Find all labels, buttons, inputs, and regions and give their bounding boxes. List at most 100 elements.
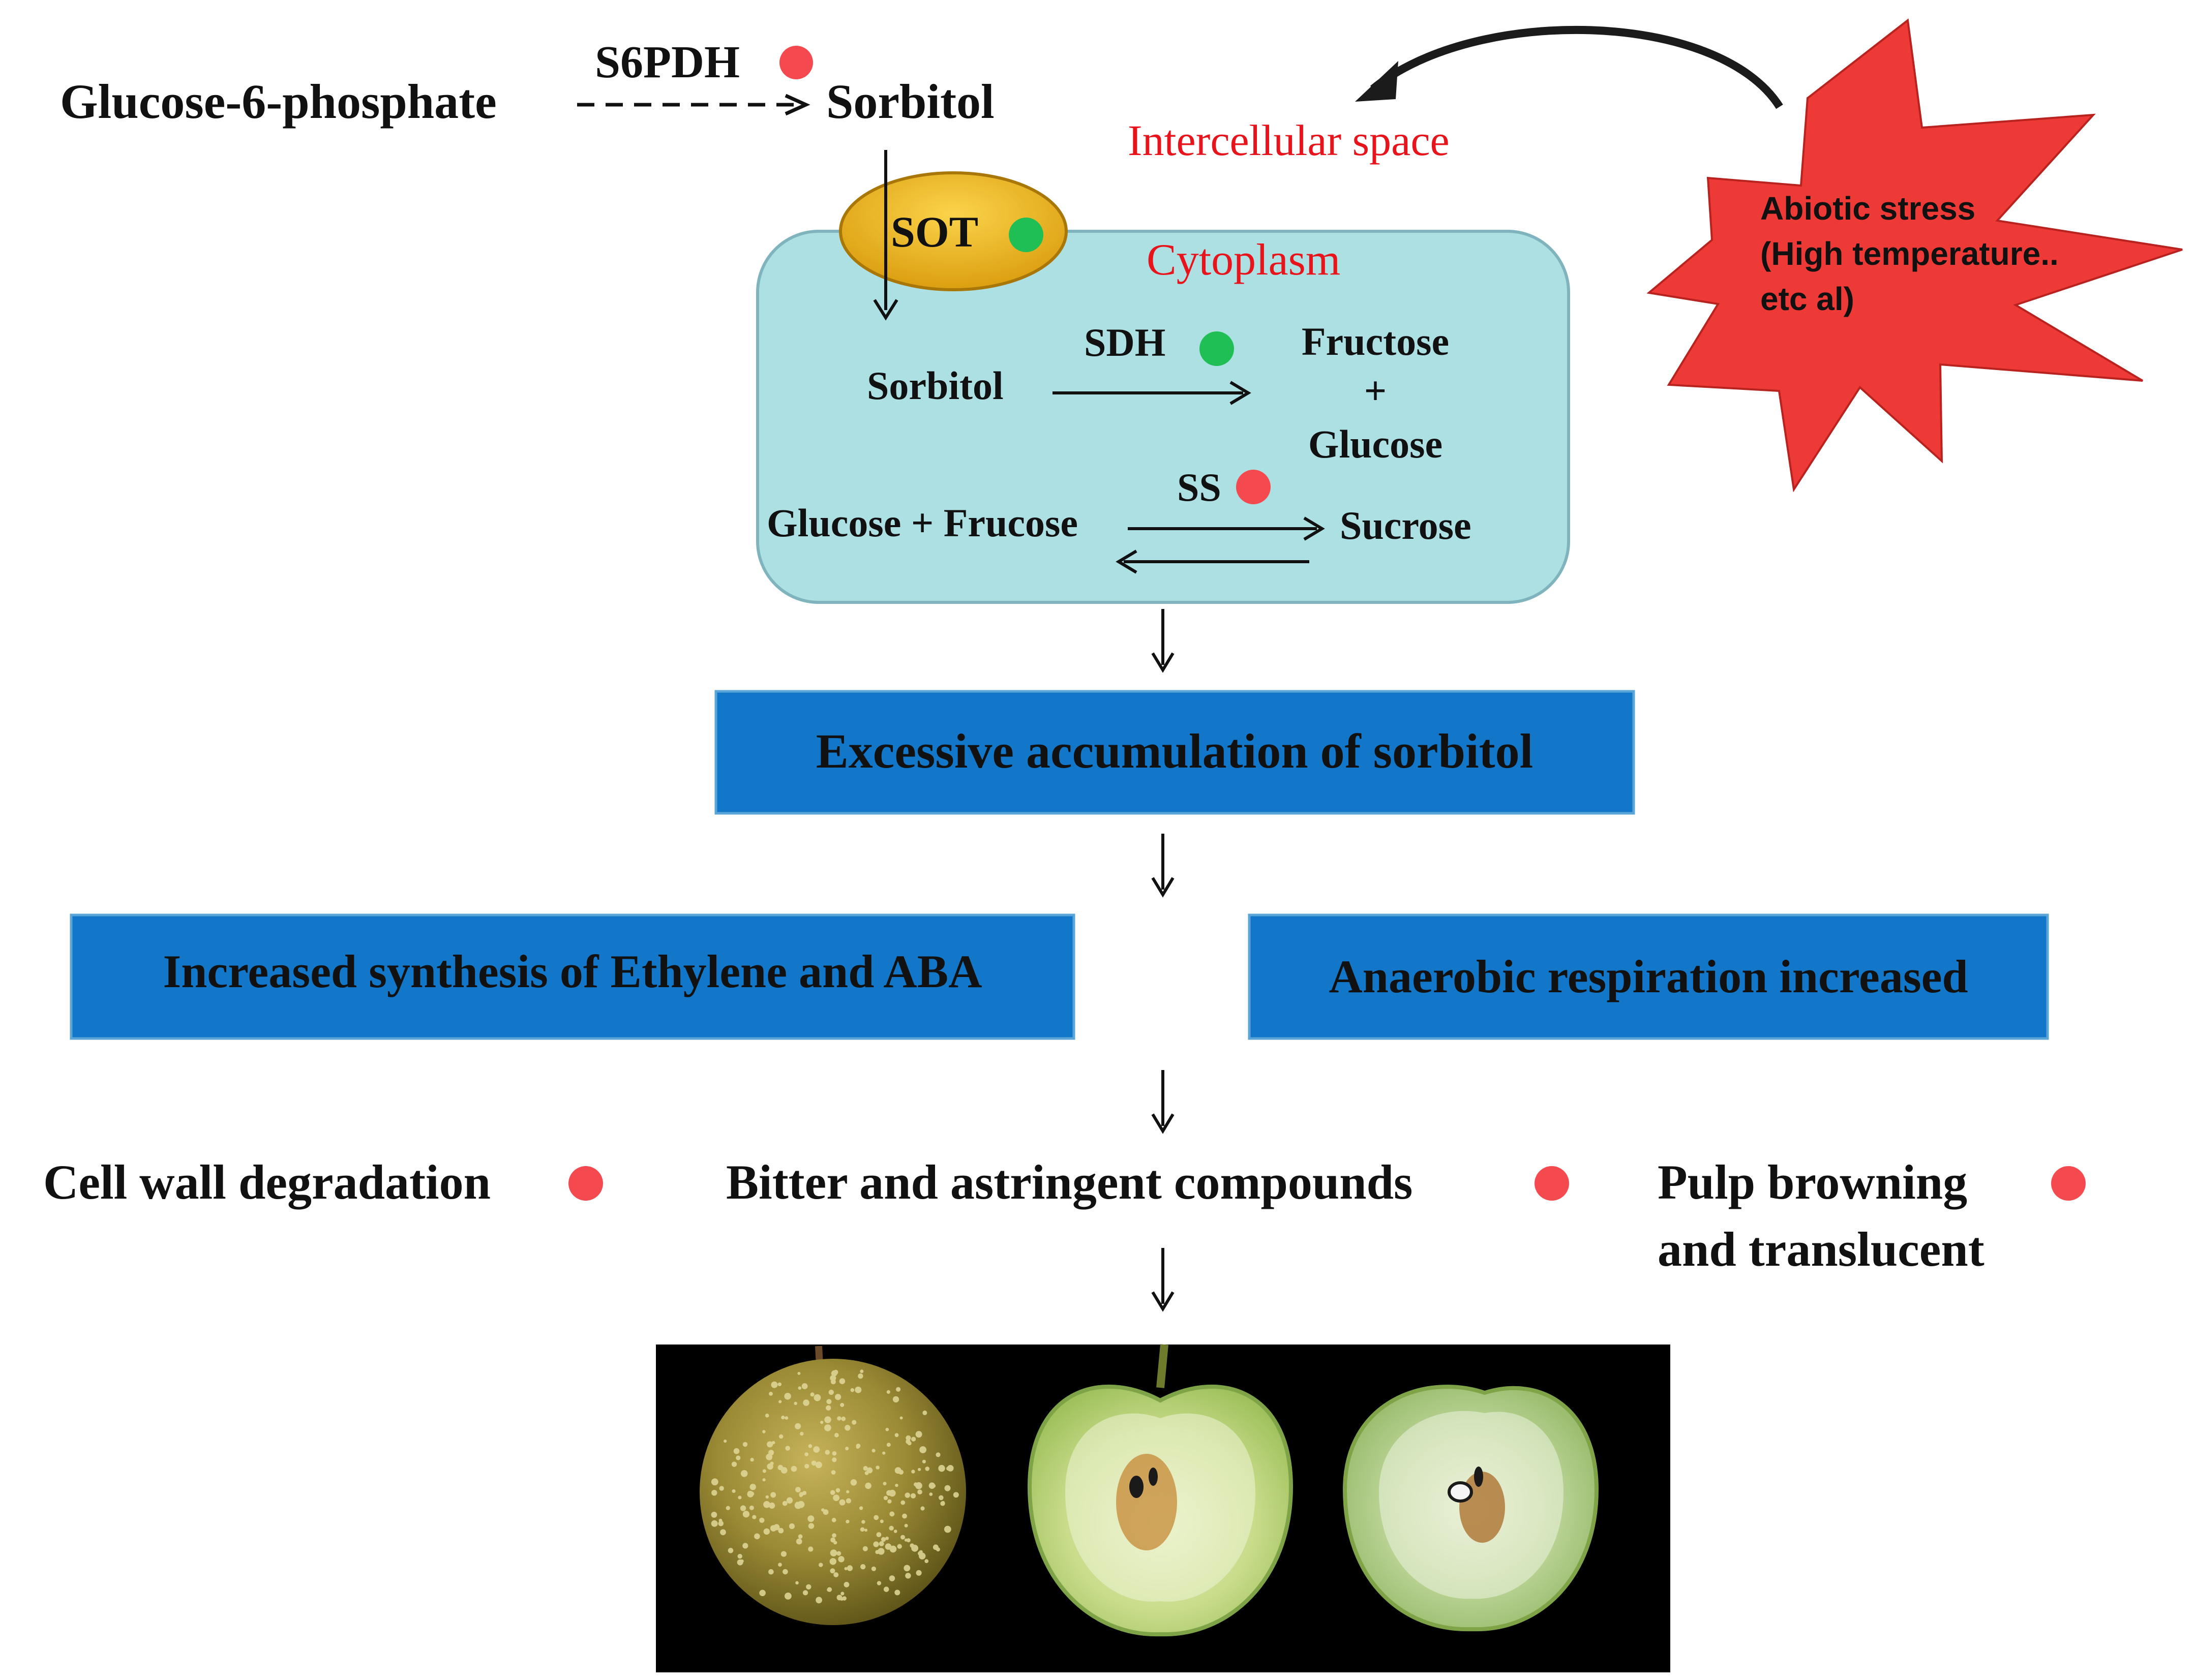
- pear-speckle: [778, 1563, 782, 1567]
- pear-speckle: [797, 1371, 801, 1375]
- pear-speckle: [719, 1486, 724, 1491]
- pear-speckle: [801, 1383, 808, 1389]
- pear-speckle: [833, 1494, 839, 1502]
- pear-speckle: [830, 1568, 835, 1574]
- pear-speckle: [832, 1533, 836, 1538]
- pear-speckle: [785, 1446, 790, 1451]
- pear-speckle: [907, 1441, 912, 1446]
- pear-speckle: [922, 1459, 926, 1463]
- pear-speckle: [837, 1416, 841, 1421]
- pear-speckle: [824, 1416, 831, 1423]
- pear-speckle: [749, 1484, 756, 1490]
- pear-speckle: [886, 1443, 891, 1447]
- pear-speckle: [742, 1511, 749, 1518]
- pear-speckle: [765, 1413, 769, 1418]
- pear-speckle: [839, 1557, 845, 1562]
- flow-arrow-1: [1151, 609, 1175, 673]
- pear-speckle: [858, 1373, 863, 1379]
- pear-speckle: [865, 1482, 871, 1489]
- hormones-box-label: Increased synthesis of Ethylene and ABA: [163, 945, 982, 997]
- pear-speckle: [915, 1482, 922, 1489]
- pear-speckle: [885, 1536, 889, 1540]
- pear-speckle: [911, 1544, 918, 1552]
- pear-speckle: [876, 1532, 882, 1537]
- pear-speckle: [839, 1378, 846, 1384]
- pear-speckle: [802, 1590, 808, 1596]
- sdh-enzyme-label: SDH: [1084, 320, 1165, 364]
- pear-speckle: [762, 1469, 766, 1473]
- pear-speckle: [889, 1525, 894, 1531]
- pear-speckle: [830, 1490, 835, 1495]
- stress-feedback-arrowhead-icon: [1355, 61, 1398, 102]
- pear-speckle: [887, 1499, 892, 1504]
- pear-speckle: [807, 1515, 815, 1522]
- bitter-compounds-label: Bitter and astringent compounds: [726, 1155, 1412, 1209]
- sdh-product-plus-label: +: [1364, 369, 1387, 413]
- pear-speckle: [808, 1546, 814, 1552]
- pear-speckle: [720, 1529, 726, 1536]
- pear-speckle: [828, 1389, 834, 1395]
- pear-speckle: [905, 1492, 911, 1498]
- stress-label-line3: etc al): [1760, 281, 1854, 317]
- pear-speckle: [768, 1569, 774, 1575]
- pear-speckle: [778, 1528, 784, 1534]
- pear-speckle: [726, 1506, 730, 1510]
- stress-label-line1: Abiotic stress: [1760, 190, 1975, 227]
- stress-feedback-arrow: [1370, 25, 1783, 109]
- pear-speckle: [780, 1467, 788, 1474]
- pear-speckle: [747, 1490, 753, 1496]
- pulp-browning-label-line1: Pulp browning: [1658, 1155, 1967, 1209]
- pear-speckle: [800, 1431, 804, 1436]
- pear-speckle: [811, 1460, 817, 1466]
- whole-pear-icon: [700, 1346, 966, 1625]
- pear-speckle: [938, 1464, 945, 1472]
- pear-speckle: [876, 1465, 880, 1470]
- pear-speckle: [823, 1509, 829, 1515]
- pear-speckle: [797, 1501, 805, 1508]
- pear-speckle: [784, 1393, 791, 1400]
- pear-speckle: [918, 1468, 921, 1471]
- pear-speckle: [830, 1375, 836, 1382]
- pear-speckle: [798, 1534, 803, 1539]
- pear-speckle: [832, 1451, 837, 1456]
- pear-speckle: [808, 1444, 813, 1448]
- pear-speckle: [894, 1590, 900, 1596]
- pear-speckle: [905, 1573, 911, 1579]
- pear-speckle: [759, 1590, 766, 1597]
- ss-enzyme-label: SS: [1177, 465, 1221, 509]
- pear-speckle: [799, 1493, 803, 1498]
- pear-speckle: [724, 1440, 727, 1443]
- abiotic-stress-starburst-icon: [1646, 18, 2183, 493]
- pear-speckle: [789, 1523, 795, 1530]
- s6pdh-enzyme-label: S6PDH: [595, 37, 740, 87]
- pear-speckle: [830, 1537, 835, 1543]
- browning-upregulated-dot-icon: [2051, 1166, 2086, 1201]
- pear-speckle: [718, 1520, 724, 1526]
- ss-upregulated-dot-icon: [1236, 470, 1271, 504]
- pear-speckle: [840, 1402, 845, 1407]
- sdh-arrowhead-icon: [1229, 381, 1251, 405]
- pear-speckle: [738, 1495, 742, 1500]
- pear-speckle: [894, 1433, 899, 1438]
- pear-speckle: [771, 1441, 775, 1445]
- respiration-box-label: Anaerobic respiration increased: [1329, 951, 1968, 1002]
- pear-speckle: [740, 1470, 748, 1477]
- pear-speckle: [782, 1501, 788, 1506]
- pear-speckle: [796, 1538, 802, 1545]
- ss-product-label: Sucrose: [1340, 503, 1471, 547]
- pear-speckle: [737, 1559, 743, 1566]
- pear-speckle: [889, 1489, 896, 1497]
- pear-speckle: [820, 1421, 824, 1424]
- pear-speckle: [883, 1495, 888, 1501]
- pear-speckle: [859, 1506, 863, 1510]
- pear-speckle: [844, 1567, 848, 1570]
- pear-speckle: [808, 1523, 815, 1529]
- pear-speckle: [922, 1410, 927, 1415]
- pear-speckle: [916, 1570, 922, 1576]
- pear-speckle: [740, 1505, 746, 1511]
- pear-speckle: [893, 1530, 897, 1533]
- pear-speckle: [806, 1584, 811, 1590]
- pear-speckle: [765, 1495, 769, 1499]
- pear-speckle: [821, 1508, 825, 1512]
- ss-reverse-arrowhead-icon: [1116, 549, 1137, 574]
